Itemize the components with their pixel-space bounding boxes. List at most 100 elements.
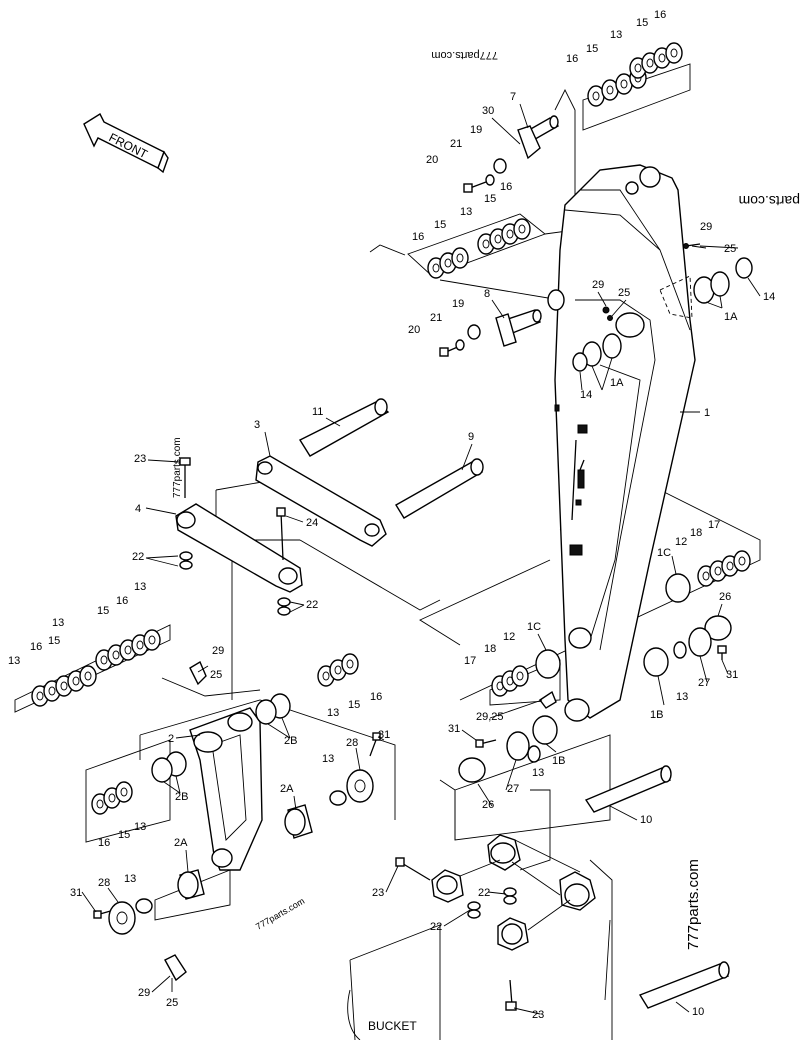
bucket-linkage bbox=[347, 834, 613, 1040]
shim-washer-hole bbox=[658, 53, 666, 63]
hardware bbox=[93, 158, 753, 982]
shim-washer-hole bbox=[620, 79, 628, 89]
leader-lines bbox=[81, 103, 761, 1015]
callout-20-a: 20 bbox=[426, 154, 438, 166]
shim-washer bbox=[513, 218, 531, 240]
callout-15-d: 15 bbox=[484, 193, 496, 205]
callout-2A-b: 2A bbox=[174, 837, 188, 849]
shim-washer-hole bbox=[516, 671, 524, 681]
pin-7 bbox=[517, 115, 560, 160]
shim-washer bbox=[79, 665, 97, 687]
shim-washer-hole bbox=[518, 224, 526, 234]
shim-washer-hole bbox=[148, 635, 156, 645]
shim-washer-hole bbox=[714, 566, 722, 576]
callout-25-a: 25 bbox=[724, 243, 736, 255]
callout-1B-a: 1B bbox=[650, 709, 663, 721]
callout-29-25: 29,25 bbox=[476, 711, 504, 723]
callout-16-g: 16 bbox=[370, 691, 382, 703]
callout-23-a: 23 bbox=[134, 453, 146, 465]
nuts-22 bbox=[179, 551, 291, 616]
pin-10-lower bbox=[638, 961, 730, 1009]
callout-2: 2 bbox=[168, 733, 174, 745]
callout-13-d: 13 bbox=[52, 617, 64, 629]
shim-washer-hole bbox=[48, 686, 56, 696]
callout-11: 11 bbox=[312, 406, 323, 418]
link-4 bbox=[175, 503, 303, 593]
callout-1: 1 bbox=[704, 407, 710, 419]
callout-2B-a: 2B bbox=[284, 735, 297, 747]
shim-washer-hole bbox=[108, 793, 116, 803]
callout-7: 7 bbox=[510, 91, 516, 103]
watermark-vertical: 777parts.com bbox=[172, 437, 183, 498]
callout-23-b: 23 bbox=[372, 887, 384, 899]
shim-washer-hole bbox=[456, 253, 464, 263]
shim-washer bbox=[665, 42, 683, 64]
shim-washer bbox=[511, 665, 529, 687]
shim-washer-hole bbox=[96, 799, 104, 809]
shim-washer-hole bbox=[444, 258, 452, 268]
shim-washer-hole bbox=[702, 571, 710, 581]
shim-washer-hole bbox=[646, 58, 654, 68]
callout-12-b: 12 bbox=[503, 631, 515, 643]
pin-8 bbox=[495, 309, 542, 347]
callout-15-a: 15 bbox=[586, 43, 598, 55]
watermark-bottom-small: 777parts.com bbox=[254, 896, 306, 932]
callout-15-c: 15 bbox=[434, 219, 446, 231]
watermark-top: 777parts.com bbox=[431, 49, 498, 61]
shim-washer-hole bbox=[124, 645, 132, 655]
callout-10-b: 10 bbox=[692, 1006, 704, 1018]
callout-17-b: 17 bbox=[464, 655, 476, 667]
callout-12-a: 12 bbox=[675, 536, 687, 548]
callout-16-e: 16 bbox=[116, 595, 128, 607]
shim-washer bbox=[451, 247, 469, 269]
shim-washer-hole bbox=[60, 681, 68, 691]
nuts-22-bucket bbox=[467, 887, 517, 919]
callout-16-f: 16 bbox=[30, 641, 42, 653]
callout-27-b: 27 bbox=[698, 677, 710, 689]
callout-27-a: 27 bbox=[507, 783, 519, 795]
callout-15-f: 15 bbox=[48, 635, 60, 647]
callout-31-b: 31 bbox=[726, 669, 738, 681]
callout-28-b: 28 bbox=[98, 877, 110, 889]
callout-16-h: 16 bbox=[98, 837, 110, 849]
callout-1A-a: 1A bbox=[724, 311, 738, 323]
callout-13-a: 13 bbox=[610, 29, 622, 41]
callout-13-c: 13 bbox=[134, 581, 146, 593]
callout-13-f: 13 bbox=[327, 707, 339, 719]
shim-washer-hole bbox=[36, 691, 44, 701]
pin-9 bbox=[395, 458, 484, 519]
callout-15-e: 15 bbox=[97, 605, 109, 617]
callout-25-d: 25 bbox=[166, 997, 178, 1009]
watermark-bottom-right: 777parts.com bbox=[685, 859, 702, 950]
shim-washer-hole bbox=[726, 561, 734, 571]
shim-washer-hole bbox=[494, 234, 502, 244]
callout-28-a: 28 bbox=[346, 737, 358, 749]
bushings-2A bbox=[177, 804, 313, 900]
callout-24: 24 bbox=[306, 517, 318, 529]
callout-1A-b: 1A bbox=[610, 377, 624, 389]
shim-washer bbox=[115, 781, 133, 803]
callout-21-a: 21 bbox=[450, 138, 462, 150]
grease-fitting-23-top bbox=[179, 457, 191, 498]
callout-9: 9 bbox=[468, 431, 474, 443]
callout-2A-a: 2A bbox=[280, 783, 294, 795]
callout-22-a: 22 bbox=[132, 551, 144, 563]
bolts-23-bucket bbox=[395, 857, 517, 1011]
callout-2B-b: 2B bbox=[175, 791, 188, 803]
bucket-label: BUCKET bbox=[368, 1019, 417, 1033]
callout-19-a: 19 bbox=[470, 124, 482, 136]
callout-18-a: 18 bbox=[690, 527, 702, 539]
callout-13-j: 13 bbox=[532, 767, 544, 779]
shim-washer bbox=[143, 629, 161, 651]
shim-washer-hole bbox=[482, 239, 490, 249]
shim-washer-hole bbox=[72, 676, 80, 686]
callout-26-a: 26 bbox=[482, 799, 494, 811]
shim-washer-hole bbox=[606, 85, 614, 95]
callout-20-b: 20 bbox=[408, 324, 420, 336]
callout-3: 3 bbox=[254, 419, 260, 431]
shim-washer-hole bbox=[334, 665, 342, 675]
callout-29-b: 29 bbox=[592, 279, 604, 291]
callout-16-b: 16 bbox=[654, 9, 666, 21]
callout-16-d: 16 bbox=[500, 181, 512, 193]
